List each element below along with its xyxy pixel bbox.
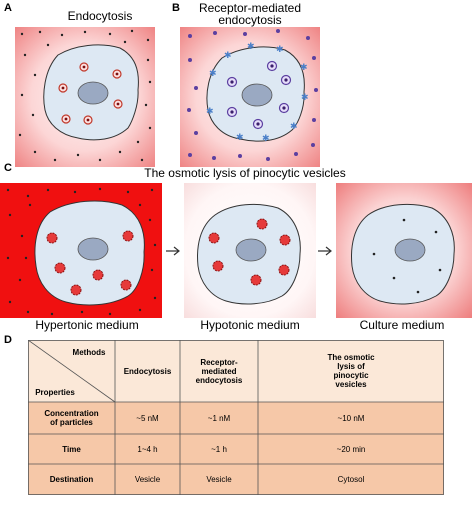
panel-c1-particles bbox=[6, 187, 157, 316]
header-osmotic-l1: The osmotic bbox=[327, 353, 375, 362]
svg-text:✱: ✱ bbox=[262, 134, 270, 144]
table-grid bbox=[28, 340, 444, 495]
row-label-destination: Destination bbox=[49, 475, 94, 484]
row-label-time: Time bbox=[62, 444, 81, 454]
header-osmotic-l3: pinocytic bbox=[333, 371, 369, 380]
panel-c1-nucleus bbox=[77, 237, 109, 261]
panel-b-letter: B bbox=[172, 2, 180, 14]
panel-b-nucleus bbox=[241, 83, 273, 107]
cell-time-endocytosis: 1~4 h bbox=[137, 444, 158, 454]
svg-text:✱: ✱ bbox=[209, 69, 217, 79]
panel-a-title: Endocytosis bbox=[67, 9, 133, 23]
svg-text:✱: ✱ bbox=[301, 93, 309, 103]
svg-text:✱: ✱ bbox=[247, 42, 255, 52]
cell-concentration-osmotic: ~10 nM bbox=[337, 413, 365, 423]
panel-b-ligands bbox=[187, 29, 318, 161]
panel-a-nucleus bbox=[77, 81, 109, 105]
panel-c3-particles bbox=[372, 218, 442, 294]
panel-b-title-line1: Receptor-mediated bbox=[198, 1, 302, 15]
header-osmotic-l2: lysis of bbox=[337, 362, 365, 371]
row-label-concentration-l2: of particles bbox=[50, 418, 93, 427]
header-endocytosis-text: Endocytosis bbox=[123, 366, 172, 376]
svg-text:✱: ✱ bbox=[206, 107, 214, 117]
panel-b-receptors: ✱ ✱ ✱ ✱ ✱ ✱ ✱ ✱ ✱ ✱ bbox=[206, 42, 309, 144]
panel-d-letter: D bbox=[4, 334, 12, 346]
diagram-canvas: ✱ ✱ ✱ ✱ ✱ ✱ ✱ ✱ ✱ ✱ bbox=[0, 27, 472, 318]
panel-c1-vesicles bbox=[46, 230, 134, 296]
cell-time-osmotic: ~20 min bbox=[336, 444, 366, 454]
panel-b-title-line2: endocytosis bbox=[218, 13, 282, 27]
header-receptor-l2: mediated bbox=[201, 366, 237, 376]
cell-destination-receptor: Vesicle bbox=[206, 475, 232, 484]
header-receptor-l3: endocytosis bbox=[195, 375, 243, 385]
header-endocytosis: Endocytosis bbox=[115, 340, 180, 402]
panel-a-particles bbox=[18, 29, 152, 162]
panel-b-vesicle-cores bbox=[230, 64, 288, 126]
svg-text:✱: ✱ bbox=[236, 133, 244, 143]
cell-destination-endocytosis: Vesicle bbox=[134, 475, 161, 484]
panel-b-title: Receptor-mediated endocytosis bbox=[180, 2, 320, 26]
cell-concentration-receptor: ~1 nM bbox=[207, 413, 231, 423]
header-osmotic: The osmotic lysis of pinocytic vesicles bbox=[258, 340, 444, 402]
arrow-2 bbox=[318, 246, 332, 256]
svg-text:✱: ✱ bbox=[290, 122, 298, 132]
cell-time-receptor: ~1 h bbox=[211, 444, 227, 454]
panel-c3-nucleus bbox=[394, 238, 426, 262]
cell-destination-osmotic: Cytosol bbox=[337, 475, 365, 484]
label-culture: Culture medium bbox=[359, 318, 445, 332]
svg-text:✱: ✱ bbox=[224, 51, 232, 61]
panel-c2-nucleus bbox=[235, 238, 267, 262]
row-label-concentration-l1: Concentration bbox=[44, 409, 99, 418]
label-hypertonic: Hypertonic medium bbox=[35, 318, 139, 332]
panel-c-letter: C bbox=[4, 162, 12, 174]
row-label-concentration: Concentration of particles bbox=[28, 402, 115, 434]
corner-properties: Properties bbox=[35, 387, 75, 397]
header-osmotic-l4: vesicles bbox=[335, 380, 367, 389]
panel-c-title: The osmotic lysis of pinocytic vesicles bbox=[144, 166, 346, 180]
header-receptor: Receptor- mediated endocytosis bbox=[180, 340, 258, 402]
corner-methods: Methods bbox=[72, 347, 106, 357]
panel-c2-vesicles bbox=[208, 218, 291, 286]
svg-text:✱: ✱ bbox=[276, 45, 284, 55]
label-hypotonic: Hypotonic medium bbox=[200, 318, 300, 332]
panel-a-letter: A bbox=[4, 2, 12, 14]
svg-text:✱: ✱ bbox=[300, 63, 308, 73]
header-receptor-l1: Receptor- bbox=[200, 357, 238, 367]
arrow-1 bbox=[166, 246, 180, 256]
panel-a-vesicle-cores bbox=[61, 65, 120, 122]
comparison-table: Methods Properties Endocytosis Receptor-… bbox=[28, 340, 444, 495]
cell-concentration-endocytosis: ~5 nM bbox=[136, 413, 159, 423]
